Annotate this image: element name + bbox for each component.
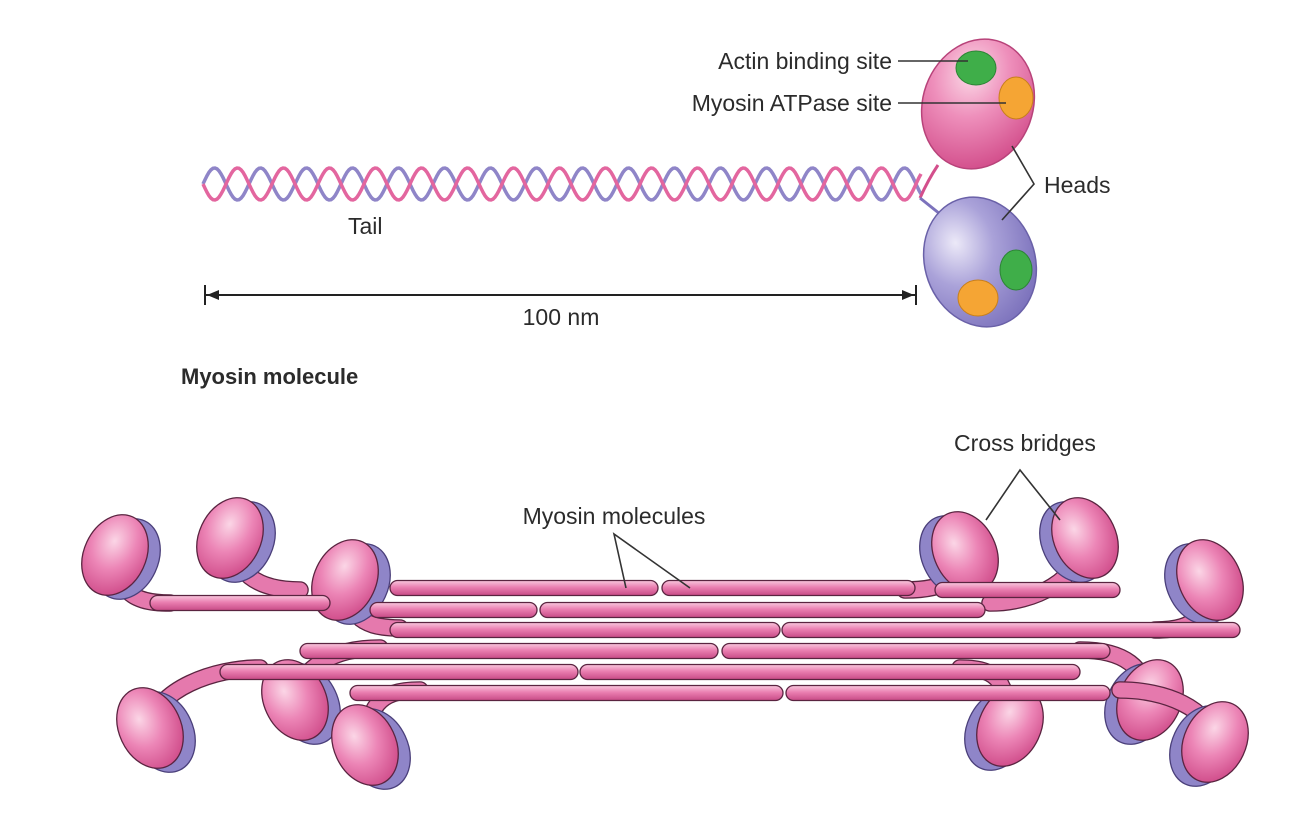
myosin-tail-helix [201,166,923,202]
scale-bar [204,285,917,305]
actin-binding-site-upper [955,50,997,86]
lower-head [922,196,1038,328]
cross-bridge-head [81,514,149,596]
myosin-rod [349,684,784,702]
myosin-rod [934,581,1121,599]
label-tail: Tail [348,213,383,239]
tail-strand-pink [201,166,923,202]
atpase-site-upper [998,76,1034,120]
myosin-rod [661,579,916,597]
cross-bridge-head [116,687,184,769]
myosin-rod [389,621,781,639]
label-cross-bridges: Cross bridges [954,430,1096,456]
myosin-rod [781,621,1241,639]
label-heads: Heads [1044,172,1110,198]
thick-filament [81,497,1249,790]
actin-binding-site-lower [999,249,1033,291]
myosin-rod [539,601,986,619]
upper-head [920,38,1036,170]
cross-bridge-head [1181,701,1249,783]
label-length: 100 nm [523,304,600,330]
myosin-molecule-title: Myosin molecule [181,364,358,389]
label-myosin-atpase-site: Myosin ATPase site [692,90,892,116]
myosin-rod [579,663,1081,681]
myosin-rod [219,663,579,681]
myosin-rod [299,642,719,660]
myosin-rod [721,642,1111,660]
cross-bridge-head [1176,539,1244,621]
myosin-rod [785,684,1111,702]
atpase-site-lower [957,279,999,317]
myosin-rod [369,601,538,619]
myosin-heads [918,38,1038,328]
myosin-rod [149,594,331,612]
cross-bridge-head [331,704,399,786]
cross-bridge-head [1051,497,1119,579]
label-myosin-molecules: Myosin molecules [523,503,706,529]
label-actin-binding-site: Actin binding site [718,48,892,74]
myosin-rod [389,579,659,597]
cross-bridge-head [196,497,264,579]
